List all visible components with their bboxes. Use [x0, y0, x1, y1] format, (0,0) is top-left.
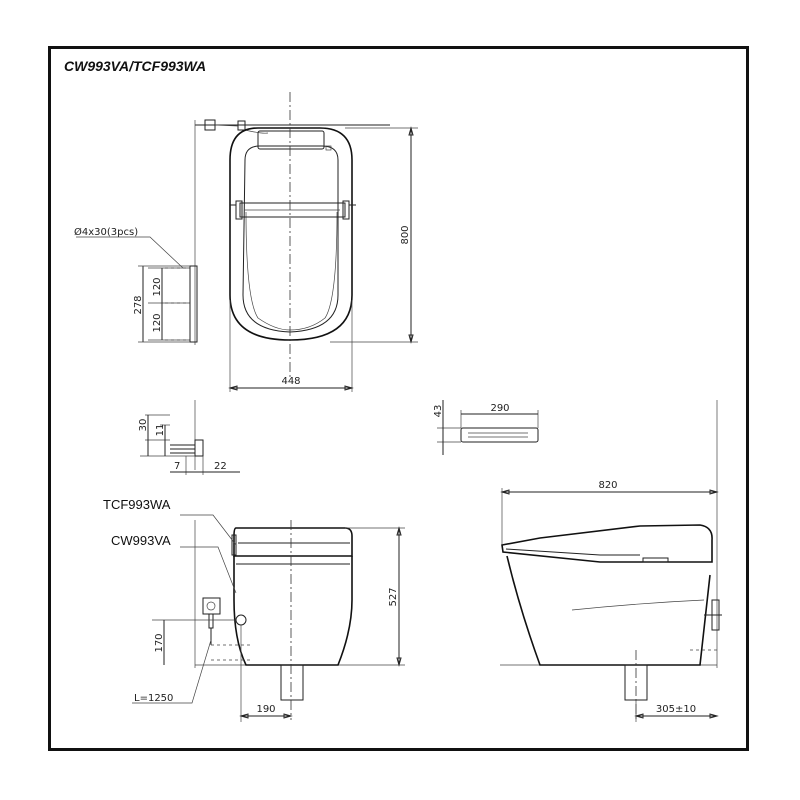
screws-label: Ø4x30(3pcs) — [74, 226, 138, 238]
bowl-model-label: CW993VA — [111, 533, 171, 548]
dim-remote-width: 290 — [490, 403, 509, 414]
drawing-title: CW993VA/TCF993WA — [64, 58, 207, 74]
dim-bracket-lower: 120 — [152, 313, 163, 332]
dim-remote-height: 43 — [433, 405, 444, 418]
drawing-frame — [48, 46, 749, 751]
dim-top-width: 448 — [281, 376, 300, 387]
wall-bracket: 120 120 278 Ø4x30(3pcs) — [74, 226, 198, 343]
dim-supply-height: 170 — [154, 633, 165, 652]
dim-side-length: 820 — [598, 480, 617, 491]
dim-front-height: 527 — [388, 587, 399, 606]
dim-small-22: 22 — [214, 461, 227, 472]
dim-top-length: 800 — [400, 225, 411, 244]
dim-bracket-height: 278 — [133, 295, 144, 314]
dim-outlet-offset: 190 — [256, 704, 275, 715]
remote-control: 290 43 — [433, 400, 539, 455]
dim-small-7: 7 — [174, 461, 180, 472]
side-view: 820 305±10 — [500, 400, 722, 722]
dim-small-11: 11 — [155, 424, 166, 437]
top-view: 800 448 — [194, 92, 418, 392]
dim-rough-in: 305±10 — [656, 704, 696, 715]
seat-model-label: TCF993WA — [103, 497, 171, 512]
bracket-detail: 30 11 7 22 — [138, 400, 240, 475]
front-view: 527 170 190 TCF993WA CW993VA L=1250 — [103, 497, 405, 722]
hose-length-label: L=1250 — [134, 693, 173, 704]
dim-bracket-upper: 120 — [152, 277, 163, 296]
dim-small-30: 30 — [138, 419, 149, 432]
